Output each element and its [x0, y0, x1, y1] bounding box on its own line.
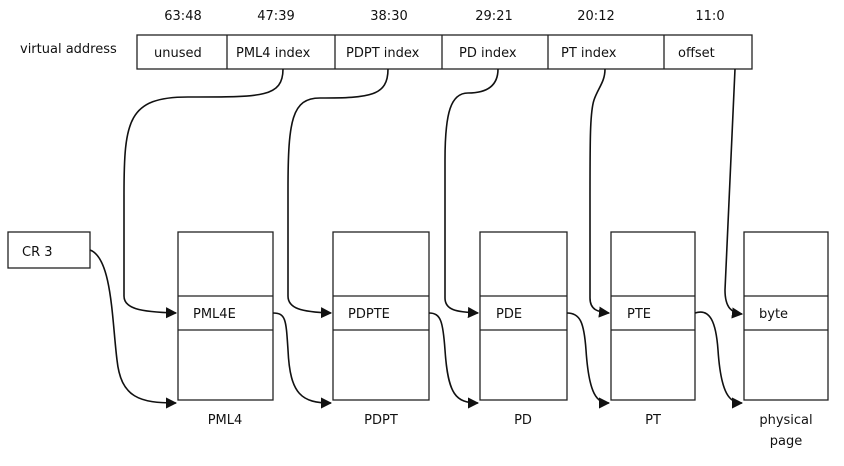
- field-pml4-index: PML4 index: [236, 46, 311, 61]
- cr3-to-pml4-arrow: [89, 249, 178, 409]
- bits-unused: 63:48: [164, 9, 201, 24]
- pd-table: PDE PD: [479, 231, 568, 428]
- physical-label-line1: physical: [759, 413, 812, 428]
- physical-page: byte physical page: [743, 231, 829, 449]
- pte-to-page-arrow: [694, 311, 744, 409]
- pml4-label: PML4: [208, 413, 243, 428]
- field-unused: unused: [154, 46, 202, 61]
- field-pt-index: PT index: [561, 46, 617, 61]
- cr3-register: [7, 231, 91, 269]
- field-pdpt-index: PDPT index: [346, 46, 420, 61]
- pt-label: PT: [645, 413, 661, 428]
- bits-pd-index: 29:21: [475, 9, 512, 24]
- pte-entry: PTE: [627, 307, 651, 322]
- pml4-box: [177, 231, 274, 401]
- virtual-address-label: virtual address: [20, 42, 117, 57]
- physical-page-box: [743, 231, 829, 401]
- pml4e-to-pdpt-arrow: [272, 312, 333, 409]
- byte-entry: byte: [759, 307, 788, 322]
- pt-index-arrow: [589, 68, 611, 318]
- pdpte-to-pd-arrow: [428, 312, 480, 409]
- pdpt-box: [332, 231, 430, 401]
- bits-pt-index: 20:12: [577, 9, 614, 24]
- pde-entry: PDE: [496, 307, 522, 322]
- virtual-address-bar: unused PML4 index PDPT index PD index PT…: [136, 34, 753, 70]
- pt-table: PTE PT: [610, 231, 696, 428]
- pd-index-arrow: [444, 68, 499, 319]
- pml4e-entry: PML4E: [193, 307, 236, 322]
- pd-label: PD: [514, 413, 532, 428]
- offset-arrow: [724, 68, 744, 319]
- bits-pml4-index: 47:39: [257, 9, 294, 24]
- pde-to-pt-arrow: [566, 312, 611, 409]
- pdpt-label: PDPT: [364, 413, 398, 428]
- pdpt-table: PDPTE PDPT: [332, 231, 430, 428]
- pdpt-index-arrow: [287, 68, 389, 319]
- pml4-table: PML4E PML4: [177, 231, 274, 428]
- cr3-label: CR 3: [22, 245, 53, 260]
- pdpte-entry: PDPTE: [348, 307, 390, 322]
- field-pd-index: PD index: [459, 46, 517, 61]
- bits-offset: 11:0: [695, 9, 724, 24]
- physical-label-line2: page: [770, 434, 802, 449]
- bits-pdpt-index: 38:30: [370, 9, 407, 24]
- pml4-index-arrow: [123, 68, 284, 319]
- virtual-address-box: [136, 34, 753, 70]
- pt-box: [610, 231, 696, 401]
- field-offset: offset: [678, 46, 715, 61]
- pd-box: [479, 231, 568, 401]
